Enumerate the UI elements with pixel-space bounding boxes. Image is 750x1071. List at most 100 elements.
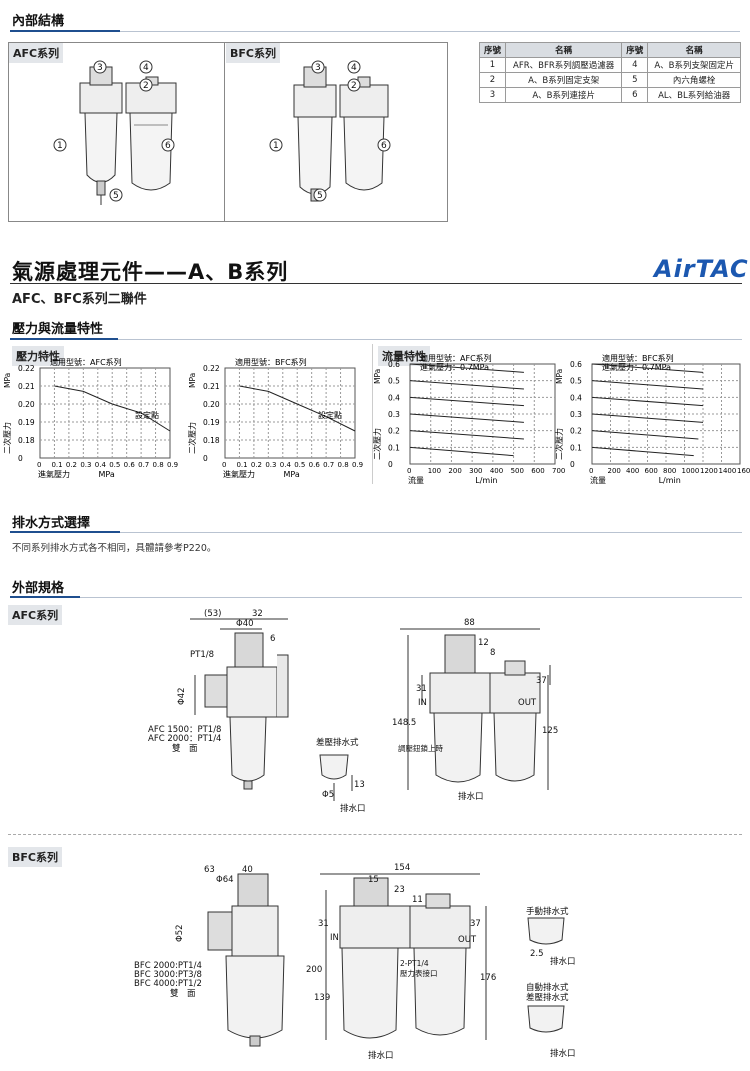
series-line <box>409 363 524 373</box>
x-tick-label: 0 <box>37 461 41 469</box>
drain-port: 排水口 <box>550 1048 576 1059</box>
y-tick-label: 0 <box>18 454 23 463</box>
drain-port: 排水口 <box>368 1050 394 1061</box>
internal-title: 內部結構 <box>12 14 65 29</box>
x-tick-label: 500 <box>511 467 524 475</box>
series-line <box>409 446 514 457</box>
series-line <box>409 413 524 423</box>
bfc3000-port: BFC 3000:PT3/8 <box>134 970 202 980</box>
y-tick-label: 0.3 <box>388 410 400 419</box>
dim-2-5: 2.5 <box>530 949 544 959</box>
x-tick-label: 0.3 <box>265 461 276 469</box>
x-tick-label: 0.9 <box>167 461 178 469</box>
drain-port: 排水口 <box>458 791 484 802</box>
dashed-divider <box>8 834 742 835</box>
section-rule <box>80 597 742 598</box>
set-point-label: 設定點 <box>318 410 342 420</box>
series-line <box>591 446 694 457</box>
col-name: 名稱 <box>504 42 623 58</box>
callout-4: 4 <box>351 63 357 73</box>
chart-frame <box>224 367 356 459</box>
cell: 3 <box>479 87 506 103</box>
x-tick-label: 0 <box>407 467 411 475</box>
x-tick-label: 0 <box>222 461 226 469</box>
x-tick-label: 700 <box>552 467 565 475</box>
y-tick-label: 0 <box>388 460 393 469</box>
drain-note: 不同系列排水方式各不相同，具體請參考P220。 <box>12 543 217 554</box>
model-label: 適用型號：AFC系列 <box>420 353 492 363</box>
x-unit: L/min <box>659 476 681 485</box>
y-tick-label: 0.4 <box>388 393 400 402</box>
both-sides: 雙 面 <box>170 988 196 999</box>
label-out: OUT <box>518 698 537 708</box>
dim-phi42: Φ42 <box>177 687 187 705</box>
external-title: 外部規格 <box>12 581 65 596</box>
x-tick-label: 0.1 <box>51 461 62 469</box>
section-rule <box>120 31 740 32</box>
dim-148-5: 148.5 <box>392 718 416 728</box>
label-out: OUT <box>458 935 477 945</box>
x-tick-label: 0 <box>589 467 593 475</box>
x-tick-label: 300 <box>469 467 482 475</box>
x-tick-label: 0.3 <box>80 461 91 469</box>
internal-structure-panel <box>8 42 448 222</box>
bfc-ext-tag: BFC系列 <box>8 847 62 867</box>
callout-3: 3 <box>315 63 321 73</box>
y-axis-label: 二次壓力 <box>554 428 564 460</box>
cell: AL、BL系列給油器 <box>647 87 741 103</box>
series-line <box>591 413 704 423</box>
auto-drain-label: 自動排水式 <box>526 982 569 993</box>
both-sides: 雙 面 <box>172 743 198 754</box>
afc2000-port: AFC 2000：PT1/4 <box>148 734 221 744</box>
y-tick-label: 0.2 <box>388 427 400 436</box>
diff-drain-label: 差壓排水式 <box>526 992 569 1003</box>
dim-88: 88 <box>464 618 475 628</box>
x-tick-label: 0.5 <box>109 461 120 469</box>
callout-2: 2 <box>143 81 149 91</box>
y-tick-label: 0.6 <box>570 360 582 369</box>
dim-37: 37 <box>536 676 547 686</box>
afc-ext-tag: AFC系列 <box>8 605 63 625</box>
callout-5: 5 <box>113 191 119 201</box>
y-tick-label: 0.4 <box>570 393 582 402</box>
cell: A、B系列支架固定片 <box>647 57 741 73</box>
series-line <box>409 430 524 440</box>
chart-frame <box>39 367 171 459</box>
callout-1: 1 <box>273 141 279 151</box>
x-tick-label: 0.4 <box>280 461 292 469</box>
x-tick-label: 1200 <box>700 467 718 475</box>
x-unit: L/min <box>475 476 497 485</box>
adjust-locked: 調壓鈕鎖上時 <box>398 743 443 753</box>
dim-phi5: Φ5 <box>322 790 334 800</box>
dim-11: 11 <box>412 895 423 905</box>
drain-port: 排水口 <box>340 803 366 814</box>
series-line <box>54 385 171 432</box>
cell: 內六角螺栓 <box>647 72 741 88</box>
gauge-port-label: 壓力表接口 <box>400 968 438 978</box>
y-tick-label: 0.18 <box>18 436 35 445</box>
dim-12: 12 <box>478 638 489 648</box>
panel-divider <box>224 42 225 222</box>
dim-53: (53) <box>204 609 221 619</box>
callout-6: 6 <box>165 141 171 151</box>
x-tick-label: 0.6 <box>124 461 136 469</box>
dim-63: 63 <box>204 865 215 875</box>
flow-tag: 流量特性 <box>378 346 430 366</box>
label-in: IN <box>418 698 427 708</box>
dim-37: 37 <box>470 919 481 929</box>
set-point-label: 設定點 <box>135 410 159 420</box>
x-tick-label: 0.9 <box>352 461 363 469</box>
y-tick-label: 0.2 <box>570 427 582 436</box>
col-no: 序號 <box>621 42 649 58</box>
y-tick-label: 0.5 <box>388 377 400 386</box>
section-rule <box>120 532 742 533</box>
callout-5: 5 <box>317 191 323 201</box>
dim-40: 40 <box>242 865 253 875</box>
y-unit: MPa <box>373 369 382 384</box>
x-tick-label: 0.7 <box>323 461 334 469</box>
x-tick-label: 0.2 <box>251 461 262 469</box>
y-tick-label: 0.19 <box>203 418 220 427</box>
x-tick-label: 200 <box>608 467 621 475</box>
x-tick-label: 0.8 <box>153 461 164 469</box>
